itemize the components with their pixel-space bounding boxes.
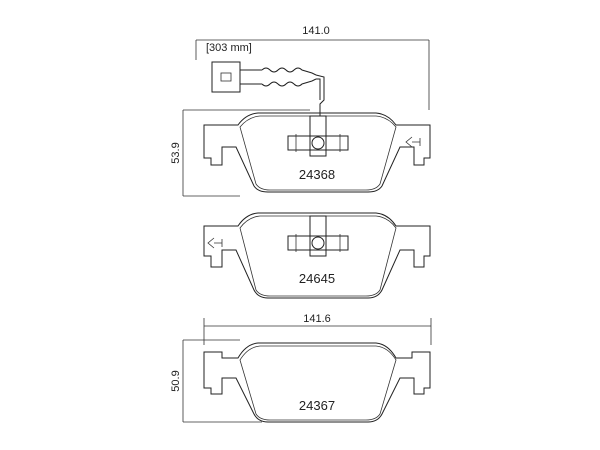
bottom-width-label: 141.6 <box>303 313 331 325</box>
direction-arrow-icon <box>207 237 223 249</box>
top-height-label: 53.9 <box>170 142 182 163</box>
bottom-width-dimension: 141.6 <box>203 313 432 345</box>
bottom-height-dimension: 50.9 <box>170 339 262 423</box>
sensor-cable-length-label: [303 mm] <box>206 42 252 54</box>
bottom-height-label: 50.9 <box>170 370 182 391</box>
pad-part-number: 24368 <box>299 167 335 182</box>
direction-arrow-icon <box>405 136 421 148</box>
top-width-dimension: 141.0 <box>195 25 430 110</box>
sensor-connector <box>211 61 241 93</box>
top-width-label: 141.0 <box>302 25 330 37</box>
top-height-dimension: 53.9 <box>170 109 310 197</box>
pad-part-number: 24367 <box>299 398 335 413</box>
brake-pad-24645: 24645 <box>203 212 431 299</box>
pad-part-number: 24645 <box>299 271 335 286</box>
brake-pad-24368: 24368 <box>203 112 431 193</box>
wear-sensor <box>211 61 325 116</box>
brake-pad-24367: 24367 <box>203 342 431 423</box>
